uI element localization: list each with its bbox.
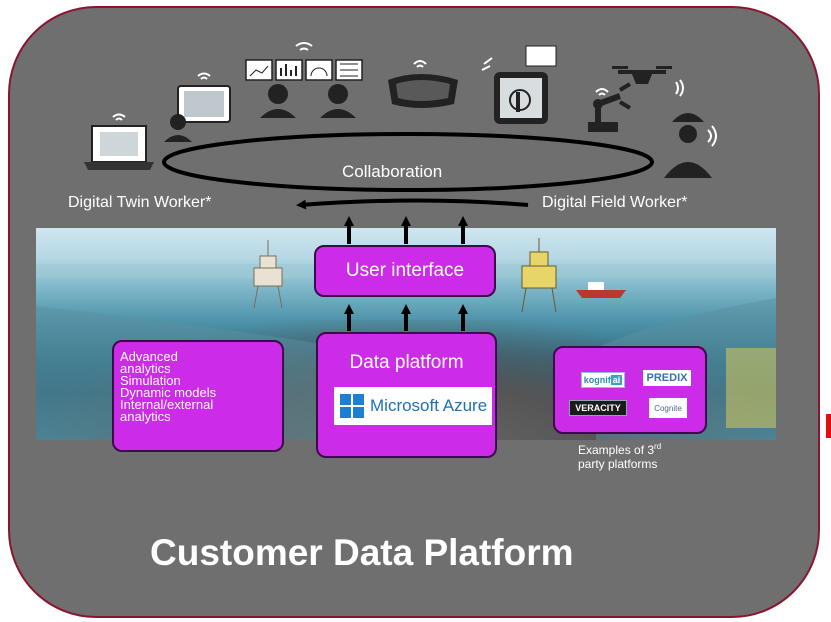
microsoft-azure-logo: Microsoft Azure	[334, 387, 492, 425]
ship	[576, 282, 626, 298]
user-interface-label: User interface	[345, 260, 465, 281]
tablet-worker-icon	[164, 72, 231, 142]
digital-field-worker-label: Digital Field Worker*	[542, 194, 688, 211]
robot-arm-icon	[588, 82, 632, 132]
person-icon	[320, 84, 356, 118]
analytics-line: Dynamic models	[120, 385, 217, 400]
feedback-arrow	[296, 198, 529, 210]
laptop-icon	[84, 113, 154, 170]
platform-left	[253, 240, 283, 309]
veracity-logo: VERACITY	[569, 400, 627, 416]
drone-icon	[612, 66, 684, 97]
analytics-line: analytics	[120, 361, 171, 376]
terrain-map-patch	[726, 348, 776, 428]
windows-logo-icon	[340, 394, 364, 418]
user-interface-box: User interface	[314, 245, 496, 297]
data-platform-label: Data platform	[349, 352, 464, 373]
analytics-line: Advanced	[120, 349, 178, 364]
third-party-caption: Examples of 3rd party platforms	[578, 442, 662, 471]
person-icon	[260, 84, 296, 118]
main-title: Customer Data Platform	[150, 532, 574, 573]
cognite-logo: Cognite	[649, 398, 687, 418]
analytics-box: Advanced analytics Simulation Dynamic mo…	[112, 340, 284, 452]
data-platform-box: Data platform Microsoft Azure	[316, 332, 497, 458]
predix-logo: PREDIX	[643, 370, 691, 386]
dashboard-charts-icon	[245, 42, 363, 81]
collaboration-loop	[162, 132, 654, 192]
edge-marker	[826, 414, 831, 438]
platform-right	[521, 238, 557, 313]
azure-label: Microsoft Azure	[370, 396, 488, 415]
touch-tablet-icon	[481, 45, 557, 124]
analytics-line: Simulation	[120, 373, 181, 388]
vr-headset-icon	[388, 60, 458, 108]
digital-twin-worker-label: Digital Twin Worker*	[68, 194, 212, 211]
collaboration-label: Collaboration	[342, 162, 443, 181]
analytics-line: analytics	[120, 409, 171, 424]
field-worker-icon	[664, 113, 717, 178]
analytics-line: Internal/external	[120, 397, 214, 412]
